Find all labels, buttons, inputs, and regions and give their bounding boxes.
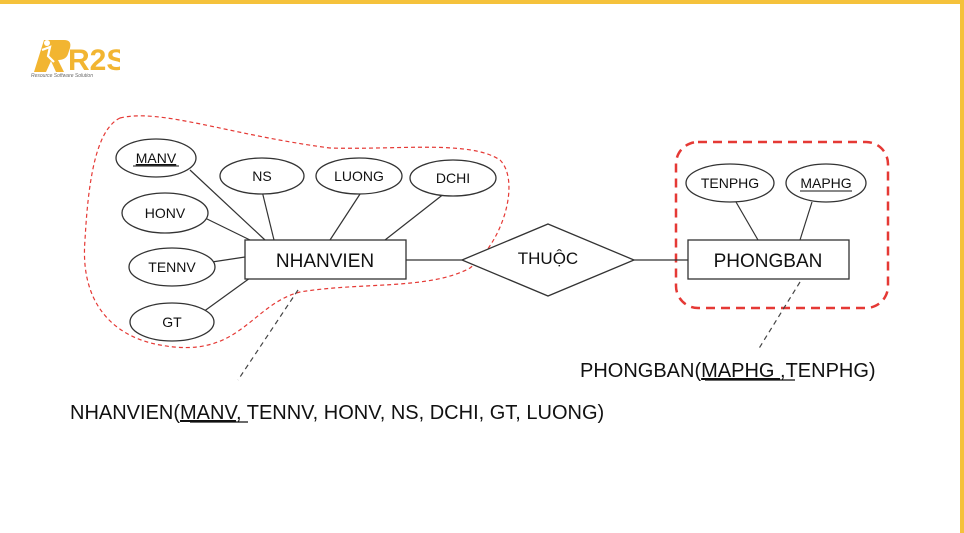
- schema-phongban-name: PHONGBAN(: [580, 360, 701, 382]
- phongban-schema-leader: [757, 281, 801, 351]
- schema-phongban: PHONGBAN(MAPHG ,TENPHG): [580, 360, 876, 382]
- attribute-manv-label: MANV: [136, 150, 177, 166]
- entity-phongban-label: PHONGBAN: [714, 251, 823, 272]
- relationship-thuoc: [460, 223, 636, 297]
- attribute-tenphg-label: TENPHG: [701, 175, 759, 191]
- schema-phongban-key: MAPHG: [701, 360, 780, 382]
- schema-nhanvien-rest: , TENNV, HONV, NS, DCHI, GT, LUONG): [236, 402, 604, 424]
- attribute-dchi-label: DCHI: [436, 170, 470, 186]
- attribute-gt: [129, 302, 215, 342]
- schema-phongban-rest: ,TENPHG): [780, 360, 876, 382]
- attribute-dchi: [409, 159, 497, 197]
- attribute-tenphg: [685, 163, 775, 203]
- logo-tagline: Resource Software Solution: [31, 73, 93, 79]
- entity-nhanvien: [244, 239, 407, 280]
- attribute-maphg-label: MAPHG: [800, 175, 851, 191]
- attribute-honv-label: HONV: [145, 205, 186, 221]
- nhanvien-highlight-region: [83, 115, 510, 349]
- attribute-maphg: [785, 163, 867, 203]
- logo-text: R2S: [68, 44, 120, 77]
- schema-nhanvien-name: NHANVIEN(: [70, 402, 180, 424]
- relationship-thuoc-label: THUỘC: [518, 249, 578, 268]
- schema-nhanvien: NHANVIEN(MANV, TENNV, HONV, NS, DCHI, GT…: [70, 402, 604, 424]
- attribute-lines: [189, 169, 813, 313]
- r2s-logo: R2S: [34, 40, 120, 77]
- nhanvien-schema-leader: [237, 289, 299, 381]
- attribute-manv: [115, 138, 197, 178]
- attribute-tennv-label: TENNV: [148, 259, 196, 275]
- attribute-luong-label: LUONG: [334, 168, 384, 184]
- entity-phongban: [687, 239, 850, 280]
- entity-nhanvien-label: NHANVIEN: [276, 251, 374, 272]
- attribute-tennv: [128, 247, 216, 287]
- attribute-honv: [121, 192, 209, 234]
- attribute-ns: [219, 157, 305, 195]
- attribute-ns-label: NS: [252, 168, 271, 184]
- schema-nhanvien-key: MANV: [180, 402, 238, 424]
- attribute-luong: [315, 157, 403, 195]
- phongban-highlight-region: [674, 140, 890, 310]
- attribute-gt-label: GT: [162, 314, 182, 330]
